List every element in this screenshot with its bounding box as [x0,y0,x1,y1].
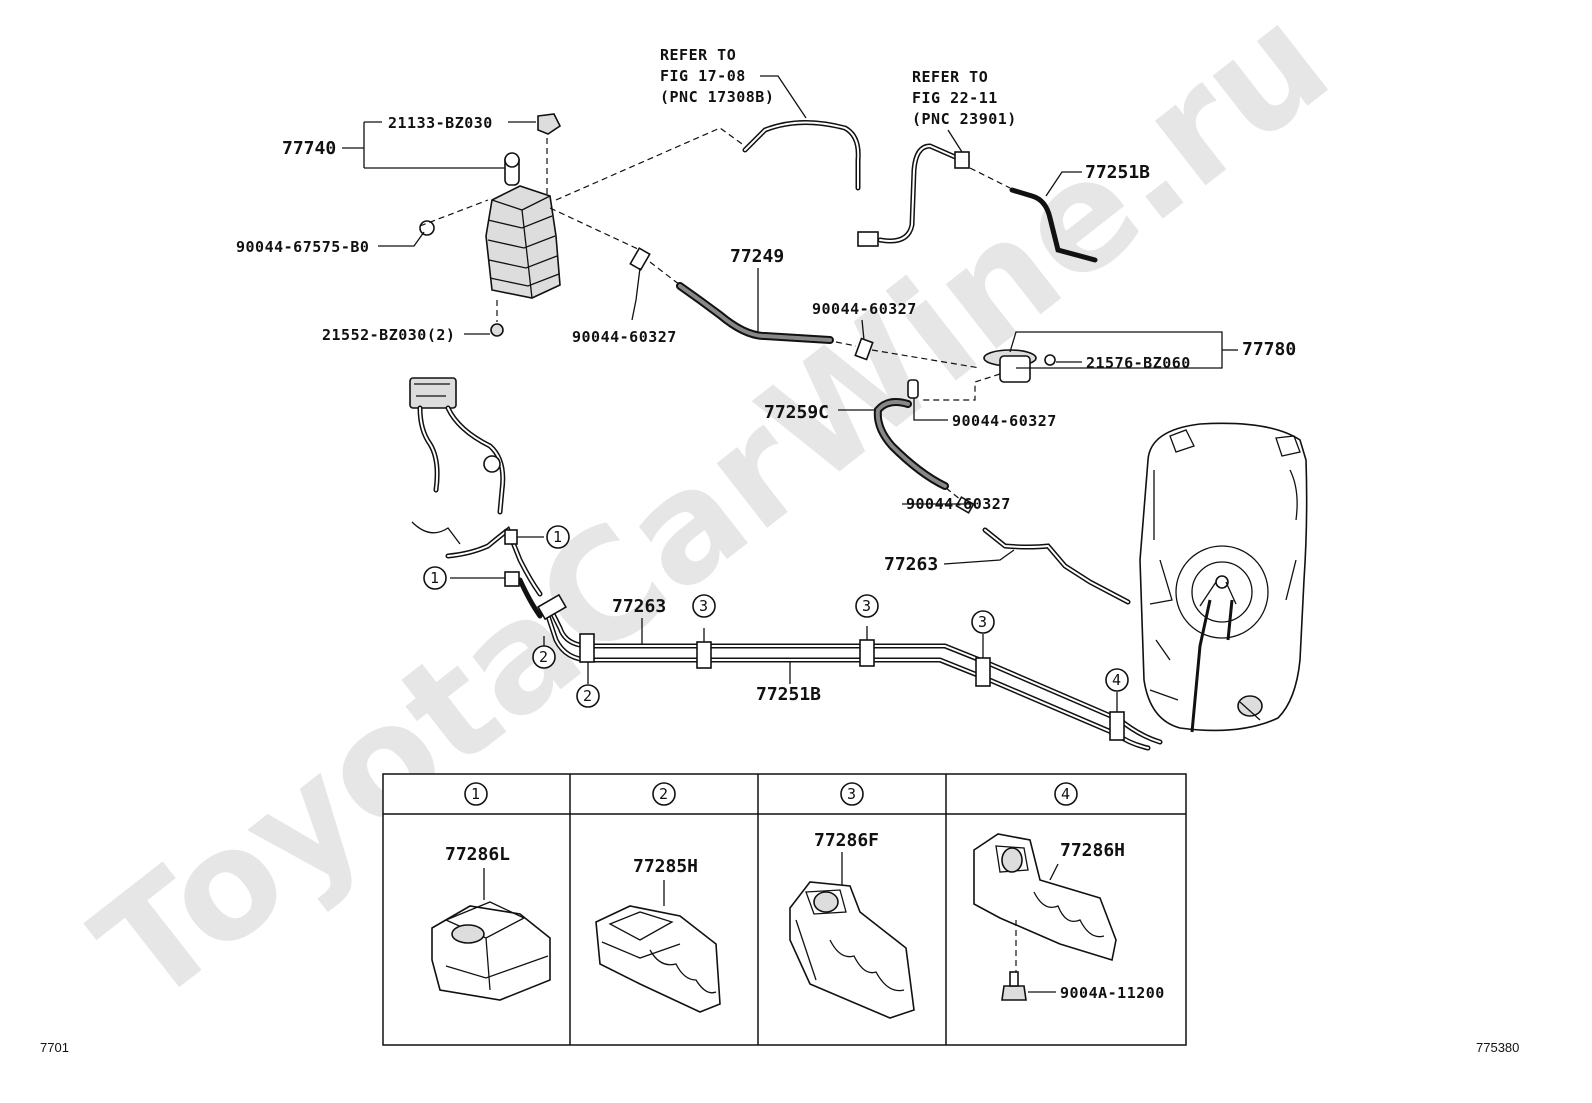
clip-2b [579,633,595,663]
legend-header-1: 1 [464,782,488,806]
left-lines-graphic [409,377,543,619]
svg-text:3: 3 [862,597,871,615]
ref2-line1: REFER TO [912,68,988,86]
callout-3c: 3 [971,610,995,634]
clip-left-label: 90044-67575-B0 [236,238,369,256]
clip-77285h-graphic [595,905,721,1013]
callout-2a: 2 [532,645,556,669]
clip-legend-table: 1 2 3 4 77286L 77285H 77286F 77286H [382,773,1187,1046]
clip-77286h-graphic [973,833,1117,962]
clip-1b [504,571,520,587]
clip-3c [975,657,991,687]
callout-1b: 1 [423,566,447,590]
legend-header-3: 3 [840,782,864,806]
svg-text:1: 1 [471,785,480,803]
footer-left: 7701 [40,1040,69,1055]
svg-text:3: 3 [978,613,987,631]
clamp-c-label: 90044-60327 [952,412,1057,430]
clip-1a [504,529,518,545]
legend-part-2: 77285H [633,856,698,877]
tube-main-label: 77263 [612,596,666,617]
svg-text:4: 4 [1061,785,1070,803]
svg-text:2: 2 [539,648,548,666]
svg-text:3: 3 [847,785,856,803]
svg-text:2: 2 [659,785,668,803]
svg-text:1: 1 [553,528,562,546]
cap-label: 21133-BZ030 [388,114,493,132]
callout-1a: 1 [546,525,570,549]
legend-header-4: 4 [1054,782,1078,806]
nut-label: 21552-BZ030(2) [322,326,455,344]
clamp-b-label: 90044-60327 [812,300,917,318]
filter-assy-label: 77780 [1242,339,1296,360]
ref2-line3: (PNC 23901) [912,110,1017,128]
svg-text:1: 1 [430,569,439,587]
ref1-line2: FIG 17-08 [660,67,746,85]
hose-c-label: 77259C [764,402,829,423]
bolt-label: 9004A-11200 [1060,984,1165,1002]
bolt-graphic [1001,971,1027,1001]
footer-right: 775380 [1476,1040,1519,1055]
clip-77286l-graphic [431,901,551,1001]
callout-2b: 2 [576,684,600,708]
filter-graphic [983,349,1056,383]
legend-part-4: 77286H [1060,840,1125,861]
legend-part-1: 77286L [445,844,510,865]
svg-text:2: 2 [583,687,592,705]
ref1-line3: (PNC 17308B) [660,88,774,106]
callout-3b: 3 [855,594,879,618]
tube-right-label: 77263 [884,554,938,575]
clip-77286f-graphic [789,881,915,1019]
filter-plug-label: 21576-BZ060 [1086,354,1191,372]
svg-text:3: 3 [699,597,708,615]
clip-3b [859,639,875,667]
tube-upper-right-label: 77251B [1085,162,1150,183]
ref1-line1: REFER TO [660,46,736,64]
clip-4 [1109,711,1125,741]
hose-a-label: 77249 [730,246,784,267]
ref2-line2: FIG 22-11 [912,89,998,107]
clip-2a [537,593,567,621]
legend-header-2: 2 [652,782,676,806]
canister-label: 77740 [282,138,336,159]
clip-3a [696,641,712,669]
legend-part-3: 77286F [814,830,879,851]
callout-3a: 3 [692,594,716,618]
fuel-tank-graphic [1139,422,1308,733]
clamp-a-label: 90044-60327 [572,328,677,346]
svg-text:4: 4 [1112,671,1121,689]
tube-main-b-label: 77251B [756,684,821,705]
callout-4: 4 [1105,668,1129,692]
canister-graphic [419,113,562,337]
